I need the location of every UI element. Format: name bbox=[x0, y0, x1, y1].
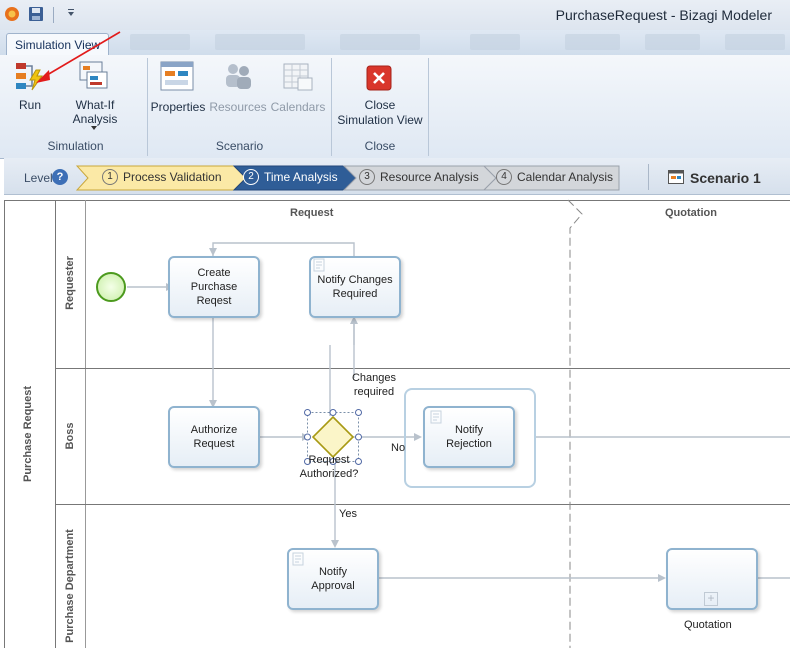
save-icon[interactable] bbox=[28, 6, 44, 22]
message-icon bbox=[430, 410, 442, 427]
flow-label-changes-required: Changes required bbox=[351, 372, 397, 398]
ribbon-tab[interactable] bbox=[565, 34, 620, 50]
step-label: Time Analysis bbox=[264, 170, 338, 184]
scenario-icon bbox=[668, 170, 684, 187]
group-scenario bbox=[148, 58, 332, 156]
scenario-name: Scenario 1 bbox=[690, 170, 761, 186]
level-step-resource-analysis[interactable]: 3 Resource Analysis bbox=[359, 165, 479, 189]
step-number: 4 bbox=[496, 168, 512, 185]
task-create-purchase-request[interactable]: Create Purchase Reqest bbox=[168, 256, 260, 318]
group-scenario-label: Scenario bbox=[215, 139, 264, 153]
phase-label-quotation: Quotation bbox=[665, 207, 717, 219]
lane-label-requester: Requester bbox=[64, 256, 76, 310]
pool-label: Purchase Request bbox=[22, 386, 34, 482]
level-step-process-validation[interactable]: 1 Process Validation bbox=[102, 165, 222, 189]
task-label: Create Purchase Reqest bbox=[190, 267, 238, 307]
message-icon bbox=[292, 552, 304, 569]
gateway-label: Request Authorized? bbox=[299, 454, 359, 480]
phase-label-request: Request bbox=[290, 207, 334, 219]
task-label: Authorize Request bbox=[190, 424, 238, 450]
window-title: PurchaseRequest - Bizagi Modeler bbox=[555, 7, 772, 23]
level-label: Level bbox=[24, 171, 53, 185]
resources-button[interactable]: Resources bbox=[208, 60, 268, 115]
what-if-label: What-If Analysis bbox=[72, 98, 118, 126]
help-icon[interactable]: ? bbox=[52, 169, 68, 185]
dropdown-arrow-icon bbox=[90, 120, 98, 134]
step-label: Process Validation bbox=[123, 170, 222, 184]
levelbar-separator bbox=[648, 164, 649, 190]
qa-separator bbox=[53, 7, 54, 23]
lane-label-purchase-department: Purchase Department bbox=[64, 529, 76, 643]
subprocess-quotation[interactable] bbox=[666, 548, 758, 610]
task-notify-approval[interactable]: Notify Approval bbox=[287, 548, 379, 610]
task-label: Notify Approval bbox=[311, 566, 355, 592]
task-authorize-request[interactable]: Authorize Request bbox=[168, 406, 260, 468]
run-label: Run bbox=[18, 98, 41, 112]
ribbon-tab[interactable] bbox=[215, 34, 305, 50]
level-steps-shapes bbox=[76, 165, 620, 191]
step-number: 2 bbox=[243, 168, 259, 185]
step-number: 1 bbox=[102, 168, 118, 185]
close-simulation-view-button[interactable]: Close Simulation View bbox=[334, 60, 426, 130]
subprocess-frame bbox=[404, 388, 536, 488]
close-label-line1: Close bbox=[364, 98, 396, 112]
annotation-arrow bbox=[36, 31, 121, 83]
task-label: Notify Rejection bbox=[446, 424, 492, 450]
flow-label-yes: Yes bbox=[339, 508, 357, 520]
lane-label-boss: Boss bbox=[64, 422, 76, 450]
ribbon-tab[interactable] bbox=[130, 34, 190, 50]
level-step-time-analysis[interactable]: 2 Time Analysis bbox=[243, 165, 338, 189]
ribbon-tab[interactable] bbox=[340, 34, 420, 50]
properties-label: Properties bbox=[150, 100, 206, 114]
what-if-icon bbox=[78, 60, 110, 95]
ribbon-tab[interactable] bbox=[470, 34, 520, 50]
properties-icon bbox=[160, 60, 194, 95]
step-label: Resource Analysis bbox=[380, 170, 479, 184]
tab-simulation-view[interactable]: Simulation View bbox=[6, 33, 110, 56]
what-if-analysis-button[interactable]: What-If Analysis bbox=[52, 60, 138, 132]
ribbon-tab[interactable] bbox=[725, 34, 785, 50]
properties-button[interactable]: Properties bbox=[150, 60, 206, 115]
subprocess-expand-icon[interactable]: + bbox=[704, 592, 718, 606]
app-logo-icon bbox=[4, 6, 20, 22]
task-notify-rejection[interactable]: Notify Rejection bbox=[423, 406, 515, 468]
subprocess-label: Quotation bbox=[684, 619, 732, 631]
step-number: 3 bbox=[359, 168, 375, 185]
ribbon-tab[interactable] bbox=[645, 34, 700, 50]
group-simulation bbox=[4, 58, 148, 156]
resources-label: Resources bbox=[209, 100, 267, 114]
run-icon bbox=[14, 60, 46, 95]
customize-toolbar-icon[interactable] bbox=[63, 6, 79, 22]
gateway-request-authorized[interactable] bbox=[303, 408, 363, 466]
group-close-label: Close bbox=[364, 139, 396, 153]
group-simulation-label: Simulation bbox=[47, 139, 104, 153]
start-event[interactable] bbox=[96, 272, 126, 302]
close-label-line2: Simulation View bbox=[337, 113, 423, 127]
level-step-calendar-analysis[interactable]: 4 Calendar Analysis bbox=[496, 165, 613, 189]
title-bar: PurchaseRequest - Bizagi Modeler bbox=[0, 0, 790, 30]
flow-label-no: No bbox=[391, 442, 406, 454]
calendars-label: Calendars bbox=[270, 100, 326, 114]
group-close bbox=[332, 58, 429, 156]
resources-icon bbox=[222, 60, 254, 95]
close-icon bbox=[366, 65, 392, 94]
calendars-button[interactable]: Calendars bbox=[268, 60, 328, 115]
step-label: Calendar Analysis bbox=[517, 170, 614, 184]
run-button[interactable]: Run bbox=[8, 60, 52, 115]
message-icon bbox=[313, 258, 325, 275]
task-label: Notify Changes Required bbox=[317, 274, 393, 300]
ribbon bbox=[0, 55, 790, 159]
calendars-icon bbox=[282, 60, 314, 95]
